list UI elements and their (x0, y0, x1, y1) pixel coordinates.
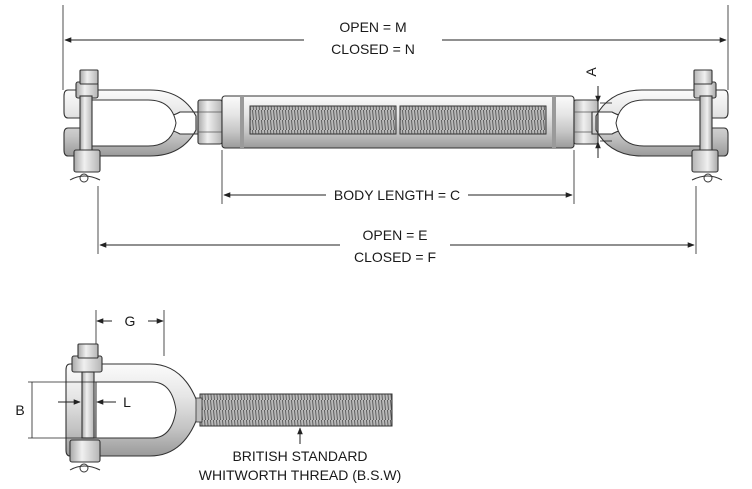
left-jaw (63, 69, 201, 183)
label-body-length: BODY LENGTH = C (334, 187, 460, 203)
label-closed-f: CLOSED = F (354, 249, 436, 265)
turnbuckle-assembly: OPEN = M CLOSED = N A BODY LENGTH = C OP… (62, 5, 729, 268)
label-open-e: OPEN = E (363, 227, 428, 243)
label-a: A (583, 67, 599, 77)
label-l: L (123, 394, 131, 410)
body-thread-left (249, 105, 397, 135)
detail-pin-nut (69, 439, 101, 463)
jaw-end-detail: G B L BRITISH STANDARD WHITWORTH THREAD … (15, 310, 401, 483)
label-closed-n: CLOSED = N (331, 41, 415, 57)
label-bsw-line2: WHITWORTH THREAD (B.S.W) (199, 467, 401, 483)
right-jaw (591, 69, 729, 183)
body-thread-right (399, 105, 547, 135)
label-bsw-line1: BRITISH STANDARD (232, 448, 367, 464)
detail-cotter-pin (79, 463, 89, 473)
turnbuckle-body (221, 95, 575, 149)
label-b: B (15, 402, 24, 418)
label-g: G (125, 313, 136, 329)
detail-threaded-stud (199, 393, 393, 427)
left-lock-nut (197, 99, 223, 145)
label-open-m: OPEN = M (339, 19, 406, 35)
detail-jaw-opening (95, 381, 177, 439)
